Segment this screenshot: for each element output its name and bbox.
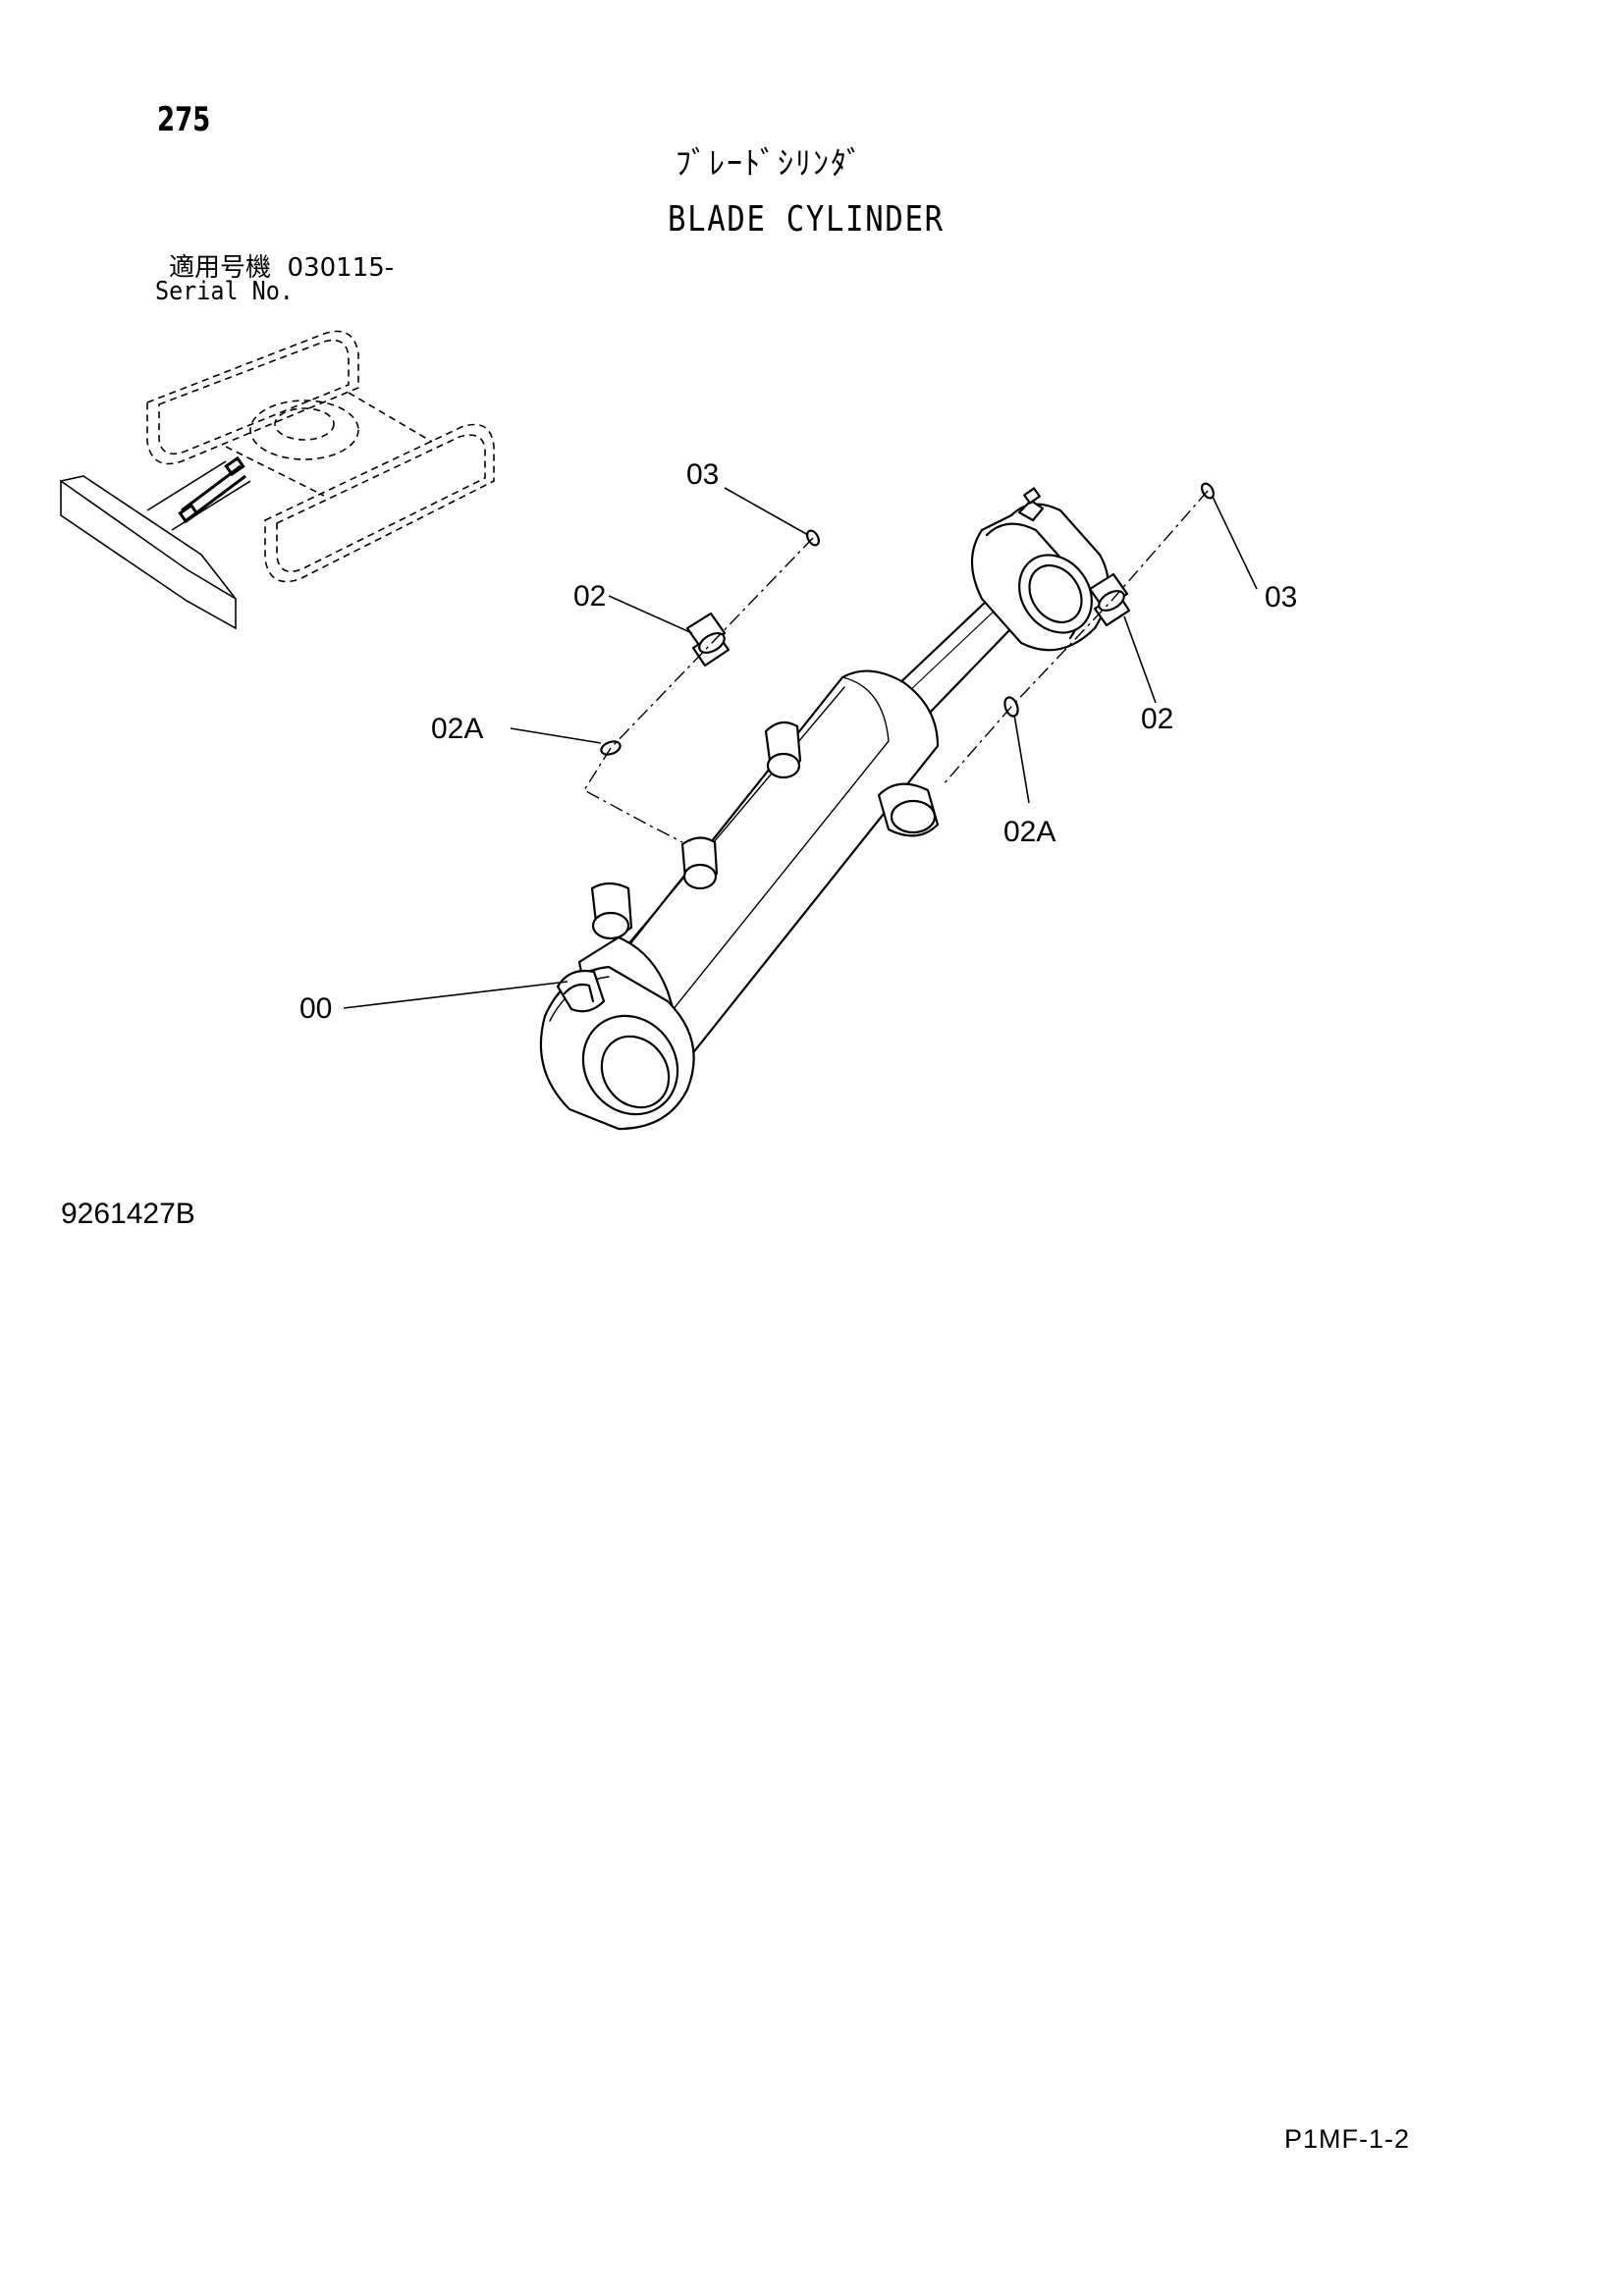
serial-value: 030115- bbox=[287, 253, 395, 283]
page-number: 275 bbox=[157, 100, 211, 139]
sheet-reference: P1MF-1-2 bbox=[1284, 2124, 1411, 2154]
title-japanese: ﾌﾞﾚｰﾄﾞｼﾘﾝﾀﾞ bbox=[676, 144, 865, 182]
callout-02-left: 02 bbox=[573, 580, 606, 613]
cylinder-assembly bbox=[539, 482, 1215, 1131]
title-english: BLADE CYLINDER bbox=[668, 199, 945, 240]
rod-end-eye bbox=[971, 487, 1110, 652]
cylinder-ports bbox=[590, 721, 940, 940]
leader-lines bbox=[343, 487, 1258, 1009]
callout-00: 00 bbox=[299, 992, 332, 1025]
thumbnail-highlighted-cylinder bbox=[178, 455, 246, 524]
drawing-number: 9261427B bbox=[61, 1198, 195, 1230]
serial-applicability: 適用号機 030115- bbox=[169, 255, 394, 281]
callout-03-right: 03 bbox=[1265, 581, 1297, 614]
callout-02a-right: 02A bbox=[1003, 816, 1056, 848]
callout-02a-left: 02A bbox=[431, 713, 483, 745]
fitting-02-left bbox=[685, 612, 731, 667]
machine-location-thumbnail bbox=[60, 330, 495, 630]
assembly-center-lines bbox=[583, 490, 1209, 843]
fitting-02-right bbox=[1088, 572, 1131, 627]
callout-03-left: 03 bbox=[686, 458, 719, 491]
callout-02-right: 02 bbox=[1141, 703, 1173, 735]
serial-label-en: Serial No. bbox=[155, 277, 294, 306]
serial-label-jp: 適用号機 bbox=[169, 253, 272, 283]
bottom-eye bbox=[539, 965, 695, 1131]
